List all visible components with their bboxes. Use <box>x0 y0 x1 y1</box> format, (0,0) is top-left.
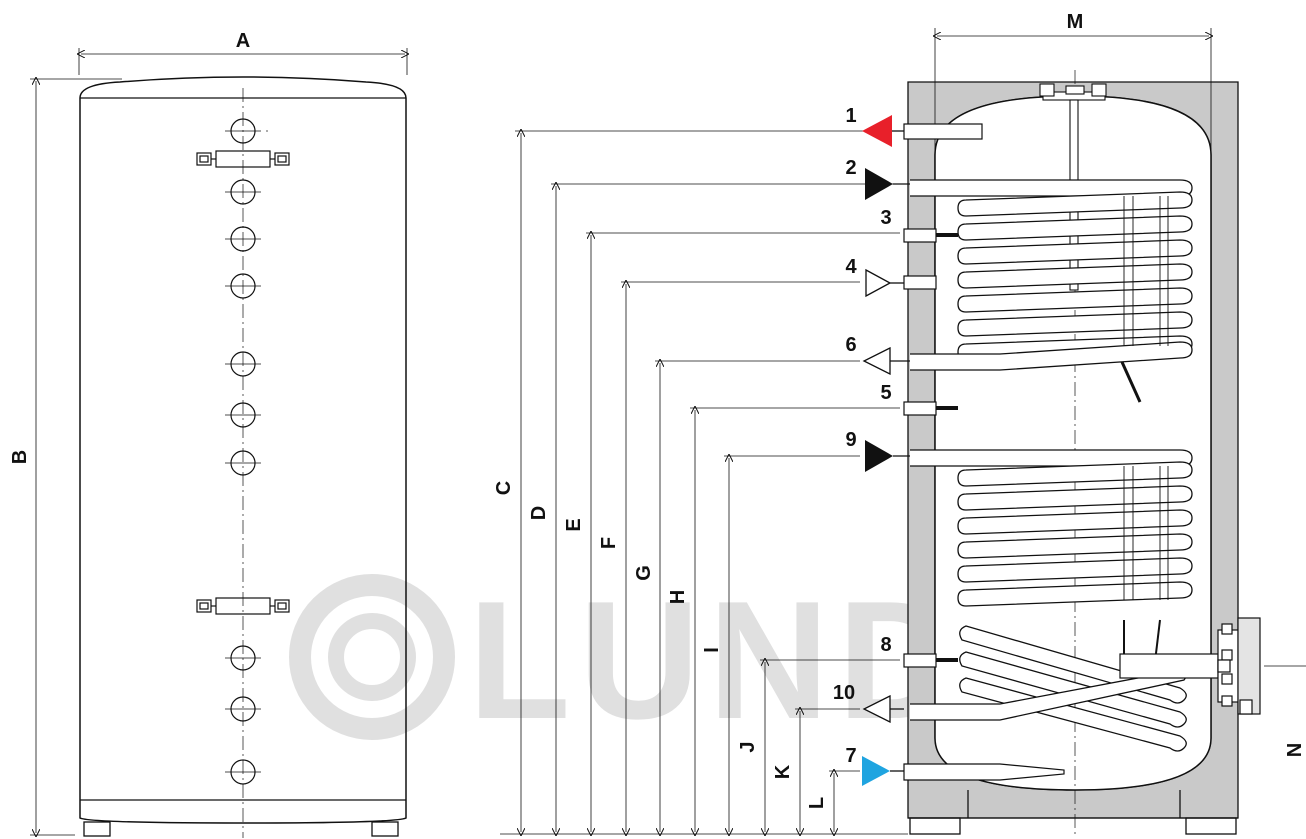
dim-label-c: C <box>493 481 515 495</box>
connection-number: 8 <box>880 634 891 656</box>
dim-label-i: I <box>701 647 723 653</box>
port-circle-icon <box>225 696 261 722</box>
front-ports <box>196 118 290 785</box>
connection-number: 2 <box>845 157 856 179</box>
front-view <box>30 48 407 838</box>
port-circle-icon <box>225 179 261 205</box>
cold-water-inlet-triangle-icon <box>862 756 890 786</box>
dim-label-m: M <box>1067 11 1084 33</box>
connection-number: 9 <box>845 429 856 451</box>
dim-label-j: J <box>737 741 759 752</box>
dim-label-d: D <box>528 506 550 520</box>
flange-bracket-icon <box>196 150 290 168</box>
connection-number: 7 <box>845 745 856 767</box>
section-view: M <box>493 11 1306 838</box>
dim-label-n: N <box>1284 743 1306 757</box>
port-circle-icon <box>225 402 261 428</box>
coil-inlet-triangle-icon <box>865 168 893 200</box>
dim-label-e: E <box>563 518 585 531</box>
connection-number: 5 <box>880 382 891 404</box>
lower-heat-exchanger-coil <box>910 449 1193 752</box>
connection-number: 4 <box>845 256 857 278</box>
dim-label-b: B <box>9 450 31 464</box>
port-circle-icon <box>225 351 261 377</box>
connection-number: 10 <box>833 682 855 704</box>
port-circle-icon <box>225 226 261 252</box>
connection-number: 1 <box>845 105 856 127</box>
connection-nozzles <box>903 123 1065 781</box>
upper-heat-exchanger-coil <box>910 179 1193 403</box>
connection-markers <box>862 115 910 786</box>
hot-water-outlet-triangle-icon <box>862 115 892 147</box>
connection-numbers: 1 2 3 4 6 5 9 8 10 7 <box>833 105 892 767</box>
height-dimension-lines <box>500 131 908 834</box>
port-circle-icon <box>225 645 261 671</box>
port-circle-icon <box>225 118 268 144</box>
dim-label-k: K <box>772 764 794 779</box>
port-circle-icon <box>225 759 261 785</box>
lower-coil-inlet-triangle-icon <box>865 440 893 472</box>
port-circle-icon <box>225 450 261 476</box>
dim-label-g: G <box>633 565 655 581</box>
watermark-ring-outer-icon <box>289 574 455 740</box>
flange-bracket-icon <box>196 597 290 615</box>
coil-inlet-hollow-triangle-icon <box>865 268 892 298</box>
watermark-ring-inner-icon <box>328 613 416 701</box>
port-circle-icon <box>225 273 261 299</box>
dim-label-a: A <box>236 30 250 52</box>
dim-label-h: H <box>667 590 689 604</box>
connection-number: 3 <box>880 207 891 229</box>
tank-base <box>908 790 1238 835</box>
coil-outlet-hollow-triangle-icon <box>862 346 891 376</box>
connection-number: 6 <box>845 334 856 356</box>
dim-label-l: L <box>806 797 828 809</box>
dim-label-f: F <box>598 537 620 549</box>
side-inspection-flange <box>1119 617 1261 715</box>
height-labels: C D E F G H I J K L <box>493 481 828 809</box>
